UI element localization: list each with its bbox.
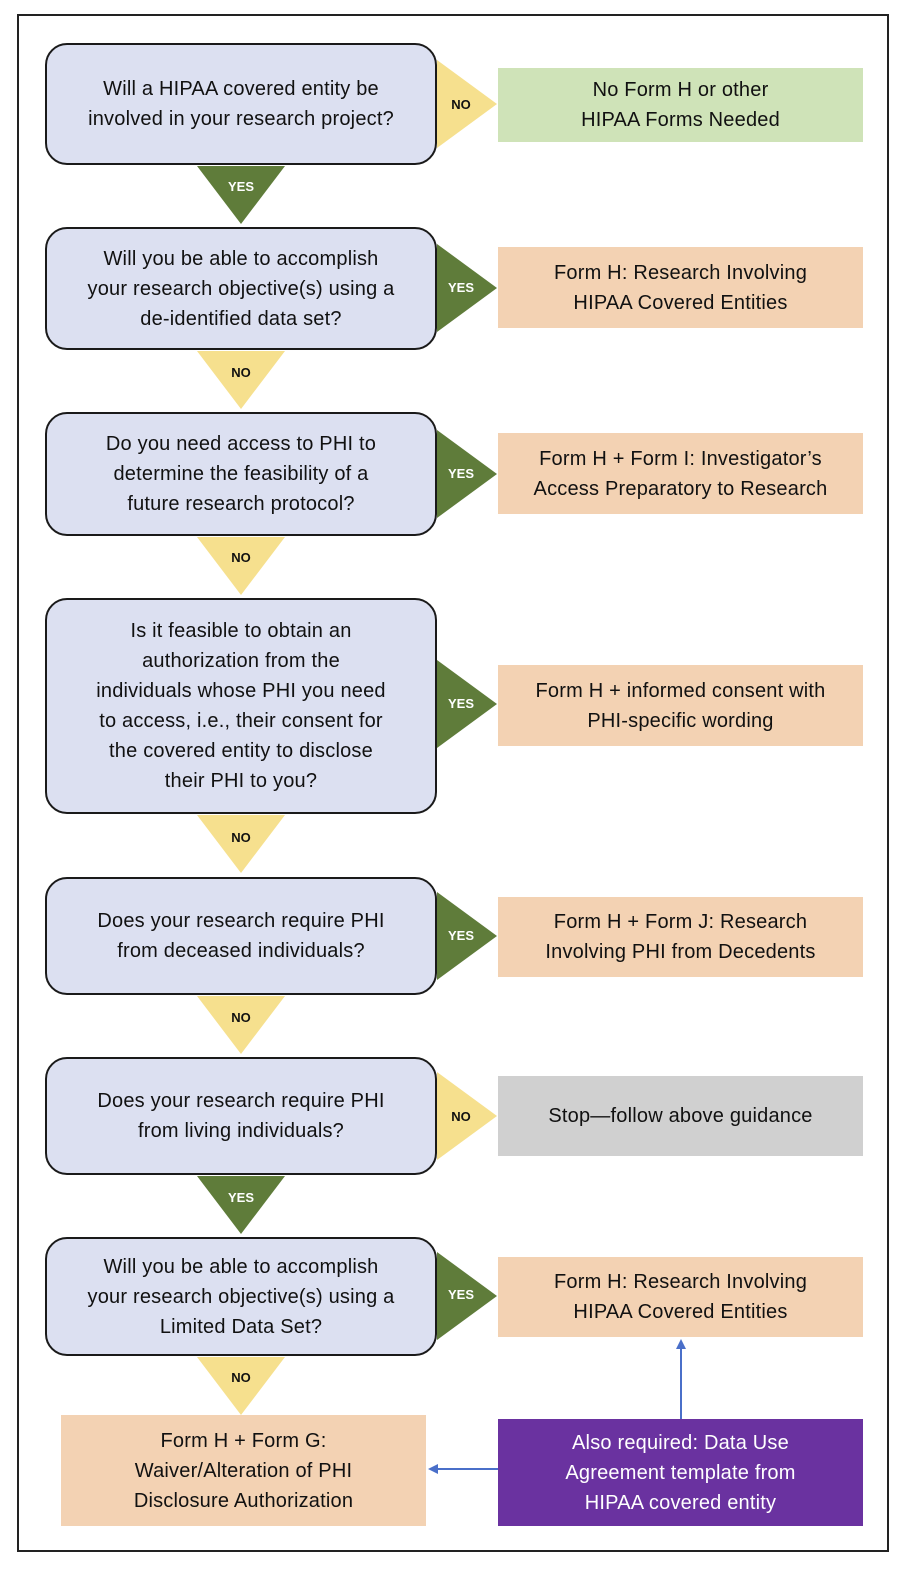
question-authorization: Is it feasible to obtain an authorizatio… [45,598,437,814]
down-label-5: NO [231,1010,251,1025]
result-no-form-needed: No Form H or other HIPAA Forms Needed [498,68,863,142]
result-form-h: Form H: Research Involving HIPAA Covered… [498,247,863,328]
question-living: Does your research require PHI from livi… [45,1057,437,1175]
question-limited-data-set: Will you be able to accomplish your rese… [45,1237,437,1356]
result-form-h-consent: Form H + informed consent with PHI-speci… [498,665,863,746]
side-label-3: YES [447,466,474,481]
side-arrow-5 [437,892,497,980]
side-label-4: YES [447,696,474,711]
down-label-4: NO [231,830,251,845]
side-label-6: NO [451,1109,471,1124]
side-arrow-4 [437,660,497,748]
down-arrow-5 [197,996,285,1054]
data-use-agreement-note: Also required: Data Use Agreement templa… [498,1419,863,1526]
question-deceased: Does your research require PHI from dece… [45,877,437,995]
result-stop: Stop—follow above guidance [498,1076,863,1156]
side-arrow-2 [437,244,497,332]
result-form-h-form-j: Form H + Form J: Research Involving PHI … [498,897,863,977]
result-form-h-form-i: Form H + Form I: Investigator’s Access P… [498,433,863,514]
side-label-7: YES [447,1287,474,1302]
down-label-2: NO [231,365,251,380]
down-arrow-7 [197,1357,285,1415]
side-label-1: NO [451,97,471,112]
side-arrow-6 [437,1072,497,1160]
side-label-2: YES [447,280,474,295]
down-arrow-1 [197,166,285,224]
side-arrow-7 [437,1252,497,1340]
down-label-1: YES [227,179,254,194]
down-arrow-2 [197,351,285,409]
down-label-7: NO [231,1370,251,1385]
down-arrow-4 [197,815,285,873]
flowchart-frame [17,14,889,1552]
question-deidentified: Will you be able to accomplish your rese… [45,227,437,350]
down-label-3: NO [231,550,251,565]
side-arrow-1 [437,60,497,148]
down-arrow-6 [197,1176,285,1234]
side-arrow-3 [437,430,497,518]
question-hipaa-entity: Will a HIPAA covered entity be involved … [45,43,437,165]
side-label-5: YES [447,928,474,943]
result-form-h-form-g: Form H + Form G: Waiver/Alteration of PH… [61,1415,426,1526]
result-form-h-limited: Form H: Research Involving HIPAA Covered… [498,1257,863,1337]
down-label-6: YES [227,1190,254,1205]
down-arrow-3 [197,537,285,595]
question-feasibility: Do you need access to PHI to determine t… [45,412,437,536]
